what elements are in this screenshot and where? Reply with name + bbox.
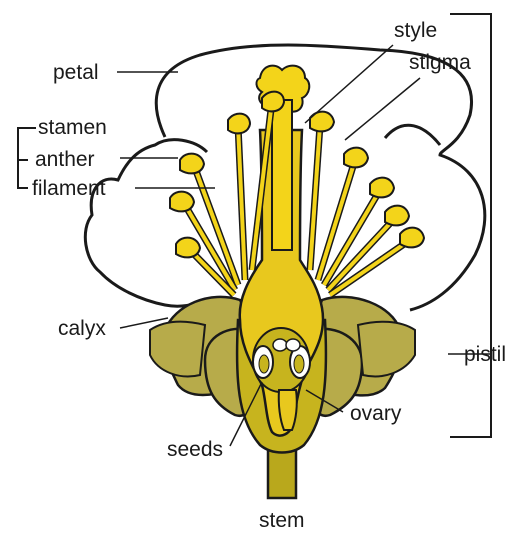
- stamen-2: [228, 114, 250, 280]
- leader-stigma: [345, 78, 420, 140]
- label-stigma: stigma: [409, 51, 471, 74]
- label-stamen: stamen: [38, 116, 107, 139]
- label-style: style: [394, 19, 437, 42]
- label-anther: anther: [35, 148, 95, 171]
- label-stem: stem: [259, 509, 305, 532]
- label-pistil: pistil: [464, 343, 506, 366]
- label-seeds: seeds: [167, 438, 223, 461]
- label-calyx: calyx: [58, 317, 106, 340]
- label-filament: filament: [32, 177, 106, 200]
- label-ovary: ovary: [350, 402, 402, 425]
- label-petal: petal: [53, 61, 99, 84]
